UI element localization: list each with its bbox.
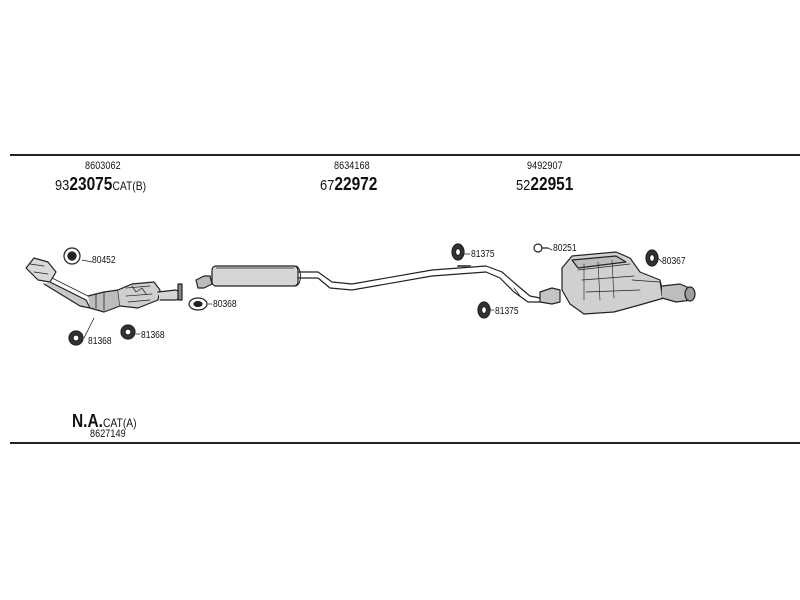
footer-part-number: N.A.CAT(A) <box>72 411 137 432</box>
bottom-rule <box>10 442 800 444</box>
top-rule <box>10 154 800 156</box>
leader-lines <box>81 247 663 339</box>
rubber-80367 <box>645 249 659 267</box>
clamp-81368-a <box>68 330 84 346</box>
part-label-80251: 80251 <box>553 243 577 254</box>
footer-part-main: N.A. <box>72 411 103 431</box>
front-muffler <box>195 265 301 289</box>
part-number-3-main: 22951 <box>530 174 574 194</box>
part-number-1: 9323075CAT(B) <box>55 174 146 195</box>
part-label-80367: 80367 <box>662 256 686 267</box>
part-number-1-main: 23075 <box>69 174 113 194</box>
part-number-2-main: 22972 <box>334 174 378 194</box>
part-label-81375-b: 81375 <box>495 306 519 317</box>
part-number-3: 5222951 <box>516 174 573 195</box>
clip-80251 <box>533 243 549 253</box>
part-number-3-prefix: 52 <box>516 177 531 194</box>
oe-number-2: 8634168 <box>334 160 370 172</box>
footer-part-suffix: CAT(A) <box>102 416 137 430</box>
part-label-81375-a: 81375 <box>471 249 495 260</box>
part-label-81368-b: 81368 <box>141 330 165 341</box>
rear-muffler <box>539 251 696 315</box>
catalytic-converter-front <box>25 257 183 313</box>
clamp-81368-b <box>120 324 136 340</box>
part-number-2: 6722972 <box>320 174 377 195</box>
part-label-80368: 80368 <box>213 299 237 310</box>
oe-number-1: 8603062 <box>85 160 121 172</box>
part-number-2-prefix: 67 <box>320 177 335 194</box>
gasket-80368 <box>188 297 208 311</box>
part-label-80452: 80452 <box>92 255 116 266</box>
part-number-1-suffix: CAT(B) <box>112 179 147 193</box>
middle-pipe <box>297 265 541 303</box>
rubber-81375-b <box>477 301 491 319</box>
rubber-81375-a <box>451 243 465 261</box>
footer-oe-number: 8627149 <box>90 428 126 440</box>
oe-number-3: 9492907 <box>527 160 563 172</box>
hanger-80452 <box>63 247 81 265</box>
part-label-81368-a: 81368 <box>88 336 112 347</box>
part-number-1-prefix: 93 <box>55 177 70 194</box>
